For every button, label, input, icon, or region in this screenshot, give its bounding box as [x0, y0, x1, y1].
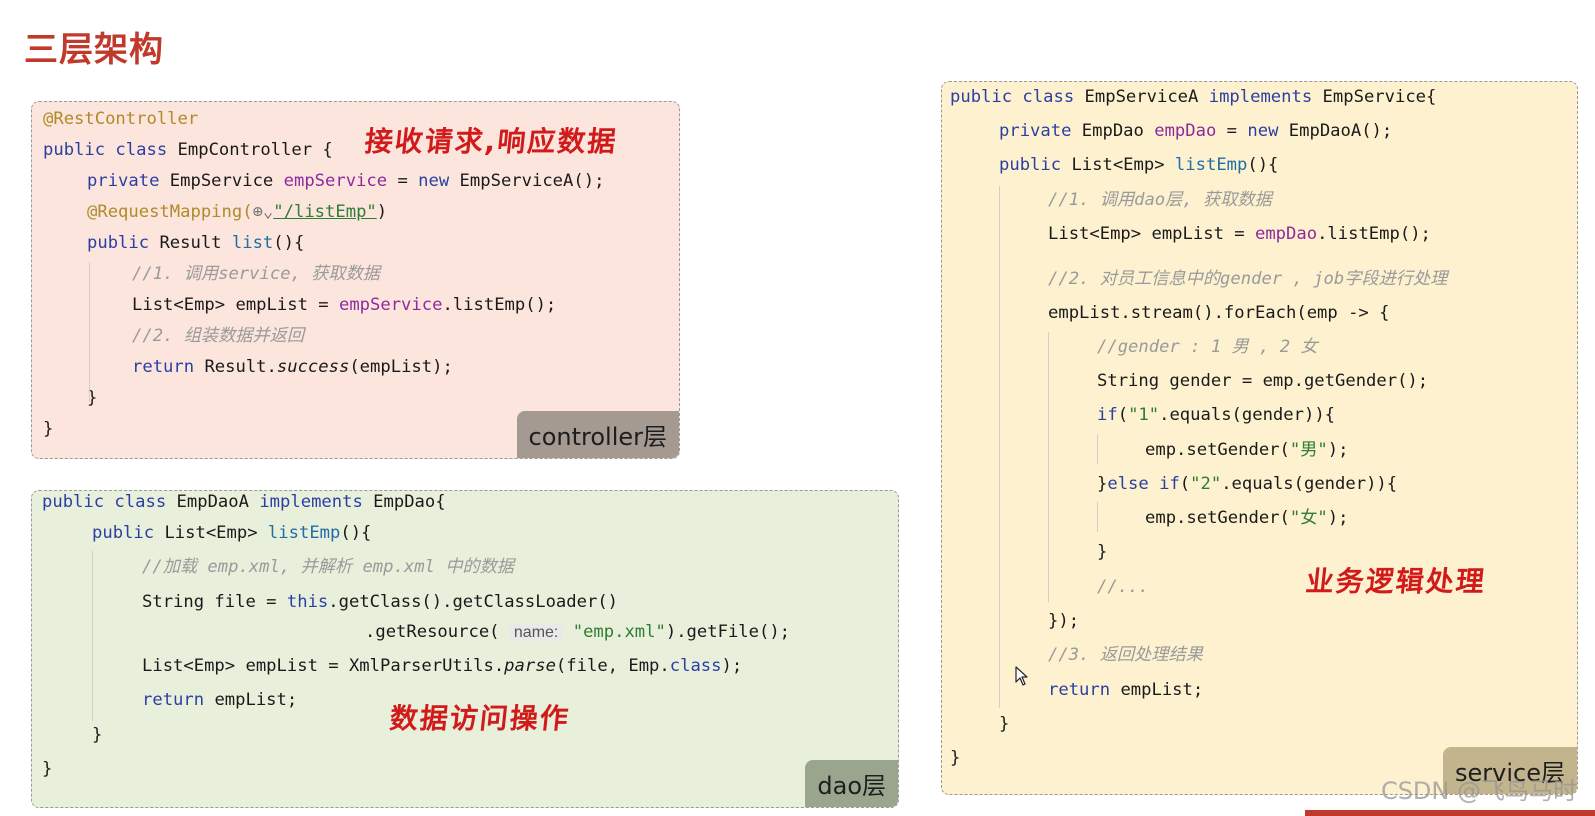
code-line: //2. 组装数据并返回: [132, 326, 305, 346]
code-line: private EmpDao empDao = new EmpDaoA();: [999, 121, 1393, 141]
service-panel: public class EmpServiceA implements EmpS…: [941, 81, 1578, 795]
service-layer-tag: service层: [1443, 747, 1577, 794]
page-title: 三层架构: [24, 30, 164, 70]
code-line: return empList;: [1048, 680, 1204, 700]
code-line: public class EmpController {: [43, 140, 333, 160]
watermark: CSDN @飞鸟马时: [1380, 777, 1577, 805]
dao-note: 数据访问操作: [388, 702, 572, 735]
code-line: empList.stream().forEach(emp -> {: [1048, 303, 1390, 323]
dao-panel: public class EmpDaoA implements EmpDao{ …: [31, 490, 899, 808]
code-line: //1. 调用dao层, 获取数据: [1048, 190, 1272, 210]
service-note: 业务逻辑处理: [1304, 565, 1488, 598]
code-line: }: [43, 419, 54, 439]
corner-accent-bar: [1305, 810, 1595, 816]
mouse-cursor-icon: [1015, 666, 1028, 686]
code-line: List<Emp> empList = empService.listEmp()…: [132, 295, 557, 315]
code-line: private EmpService empService = new EmpS…: [87, 171, 605, 191]
controller-code: @RestController public class EmpControll…: [32, 102, 604, 439]
code-line: List<Emp> empList = empDao.listEmp();: [1048, 224, 1431, 244]
code-line: @RestController: [43, 109, 199, 129]
indent-guide: [1097, 434, 1098, 464]
dao-code: public class EmpDaoA implements EmpDao{ …: [32, 491, 790, 779]
code-line: @RequestMapping(⊕⌄"/listEmp"): [87, 202, 388, 222]
indent-guide: [1097, 502, 1098, 532]
controller-panel: @RestController public class EmpControll…: [31, 101, 680, 459]
globe-icon: ⊕⌄: [252, 202, 274, 222]
code-line: }else if("2".equals(gender)){: [1097, 474, 1398, 494]
code-line: //2. 对员工信息中的gender , job字段进行处理: [1048, 269, 1448, 289]
controller-note: 接收请求,响应数据: [363, 125, 620, 158]
service-code: public class EmpServiceA implements EmpS…: [942, 82, 1447, 768]
code-line: emp.setGender("女");: [1145, 508, 1349, 528]
code-line: public class EmpServiceA implements EmpS…: [950, 87, 1437, 107]
code-line: }: [950, 748, 961, 768]
code-line: });: [1048, 611, 1080, 631]
code-line: //加载 emp.xml, 并解析 emp.xml 中的数据: [142, 557, 514, 577]
code-line: emp.setGender("男");: [1145, 440, 1349, 460]
code-line: }: [87, 388, 98, 408]
code-line: }: [1097, 542, 1108, 562]
code-line: return Result.success(empList);: [132, 357, 453, 377]
code-line: //...: [1097, 577, 1149, 597]
code-line: String file = this.getClass().getClassLo…: [142, 592, 619, 612]
code-line: List<Emp> empList = XmlParserUtils.parse…: [142, 656, 743, 676]
indent-guide: [89, 262, 90, 402]
code-line: .getResource( name: "emp.xml").getFile()…: [365, 622, 791, 642]
controller-layer-tag: controller层: [516, 411, 679, 458]
code-line: public class EmpDaoA implements EmpDao{: [42, 492, 446, 512]
code-line: }: [92, 725, 103, 745]
code-line: public List<Emp> listEmp(){: [92, 523, 372, 543]
code-line: String gender = emp.getGender();: [1097, 371, 1429, 391]
dao-layer-tag: dao层: [805, 760, 898, 807]
indent-guide: [92, 551, 93, 721]
code-line: //1. 调用service, 获取数据: [132, 264, 380, 284]
code-line: //gender : 1 男 , 2 女: [1097, 337, 1318, 357]
code-line: //3. 返回处理结果: [1048, 645, 1203, 665]
code-line: }: [42, 759, 53, 779]
code-line: }: [999, 714, 1010, 734]
code-line: return empList;: [142, 690, 298, 710]
indent-guide: [1048, 332, 1049, 602]
code-line: if("1".equals(gender)){: [1097, 405, 1336, 425]
code-line: public Result list(){: [87, 233, 305, 253]
indent-guide: [999, 186, 1000, 708]
code-line: public List<Emp> listEmp(){: [999, 155, 1279, 175]
